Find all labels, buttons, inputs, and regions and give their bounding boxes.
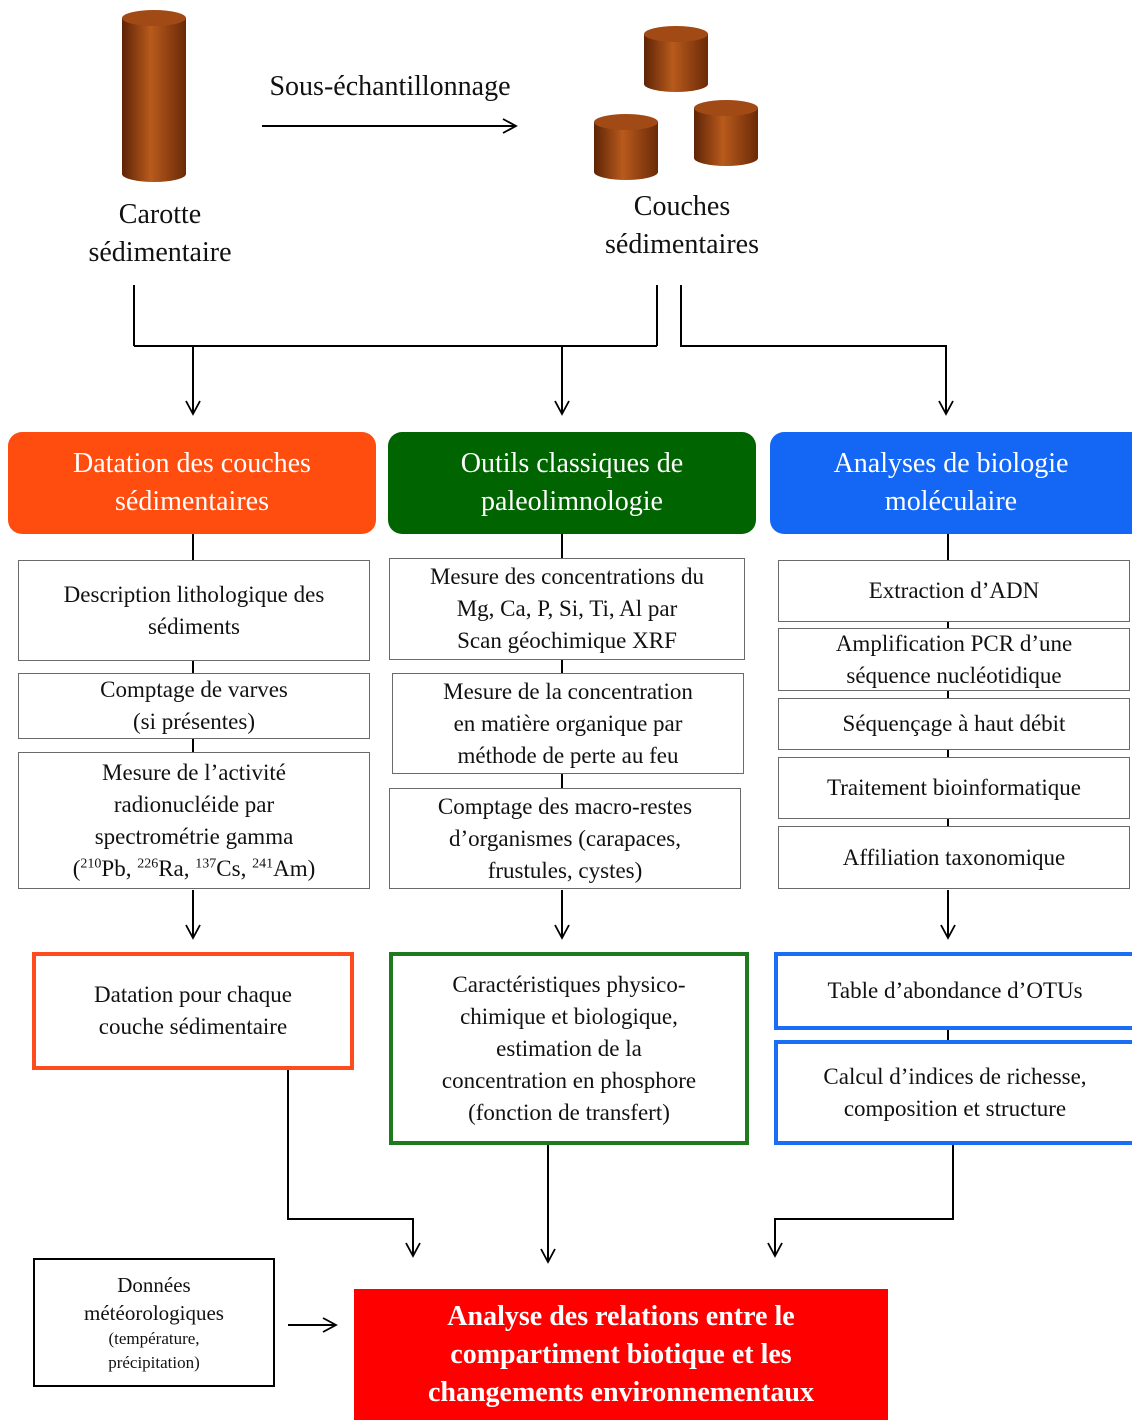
arrow-col1-final	[287, 1070, 421, 1258]
final-line: compartiment biotique et les	[450, 1338, 792, 1370]
molecular-step-taxonomy: Affiliation taxonomique	[778, 826, 1130, 889]
step-line: sédiments	[147, 613, 240, 639]
molecular-result-otu-table: Table d’abondance d’OTUs	[774, 952, 1132, 1030]
step-line: frustules, cystes)	[487, 857, 643, 883]
step-line: (si présentes)	[133, 709, 255, 734]
sediment-layer-icon	[694, 100, 758, 166]
final-line: Analyse des relations entre le	[447, 1300, 795, 1332]
result-line: Datation pour chaque	[94, 982, 292, 1007]
isotope-mass: 241	[252, 855, 274, 871]
header-line: paleolimnologie	[481, 486, 663, 517]
step-line: Séquençage à haut débit	[842, 711, 1066, 736]
result-line: composition et structure	[843, 1095, 1067, 1121]
step-line: Affiliation taxonomique	[842, 844, 1066, 870]
result-line: Caractéristiques physico-	[452, 971, 686, 997]
sediment-layer-icon	[644, 26, 708, 92]
result-line: (fonction de transfert)	[468, 1099, 670, 1125]
result-line: couche sédimentaire	[98, 1014, 288, 1039]
result-line: Calcul d’indices de richesse,	[823, 1063, 1087, 1089]
molecular-step-sequencing: Séquençage à haut débit	[778, 698, 1130, 750]
isotope-mass: 210	[80, 855, 102, 871]
arrow-col3-final	[767, 1145, 954, 1258]
molecular-step-dna-extraction: Extraction d’ADN	[778, 560, 1130, 622]
result-line: estimation de la	[496, 1035, 642, 1061]
sediment-layer-icon	[594, 114, 658, 180]
dating-step-varves: Comptage de varves (si présentes)	[18, 673, 370, 739]
dating-header: Datation des couches sédimentaires	[8, 432, 376, 534]
molecular-step-pcr: Amplification PCR d’une séquence nucléot…	[778, 628, 1130, 691]
step-line: Scan géochimique XRF	[457, 628, 677, 653]
paleo-step-macro-remains: Comptage des macro-restes d’organismes (…	[389, 788, 741, 889]
final-analysis-box: Analyse des relations entre le compartim…	[354, 1289, 888, 1420]
step-line: Amplification PCR d’une	[835, 630, 1073, 656]
step-line: Mesure de la concentration	[443, 678, 693, 704]
core-label: Carotte sédimentaire	[40, 196, 280, 272]
isotope-mass: 226	[137, 855, 159, 871]
step-line: d’organismes (carapaces,	[448, 825, 681, 851]
isotope-symbol: Am	[273, 855, 308, 881]
result-line: chimique et biologique,	[460, 1003, 678, 1029]
step-line: Comptage des macro-restes	[437, 793, 693, 819]
core-label-line: Carotte	[118, 199, 202, 230]
result-line: concentration en phosphore	[441, 1067, 697, 1093]
subsampling-label: Sous-échantillonnage	[269, 71, 511, 102]
meteo-title-line: Données	[117, 1272, 191, 1297]
core-label-line: sédimentaire	[88, 237, 232, 268]
step-line: Mg, Ca, P, Si, Ti, Al par	[456, 596, 678, 621]
dating-step-gamma: Mesure de l’activité radionucléide par s…	[18, 752, 370, 889]
paleolimnology-header: Outils classiques de paleolimnologie	[388, 432, 756, 534]
molecular-step-bioinformatics: Traitement bioinformatique	[778, 757, 1130, 819]
paleo-step-loss-on-ignition: Mesure de la concentration en matière or…	[392, 673, 744, 774]
sediment-core-icon	[122, 10, 186, 182]
dating-result: Datation pour chaque couche sédimentaire	[32, 952, 354, 1070]
header-line: Outils classiques de	[460, 448, 684, 479]
step-line: Extraction d’ADN	[868, 578, 1040, 603]
step-line: Mesure de l’activité	[102, 759, 286, 785]
paleo-step-xrf: Mesure des concentrations du Mg, Ca, P, …	[389, 558, 745, 660]
header-line: Datation des couches	[73, 448, 311, 479]
molecular-biology-header: Analyses de biologie moléculaire	[770, 432, 1132, 534]
step-line: Mesure des concentrations du	[429, 564, 704, 589]
header-line: moléculaire	[884, 486, 1018, 517]
result-line: Table d’abondance d’OTUs	[827, 978, 1083, 1003]
step-line: Comptage de varves	[100, 677, 288, 702]
step-line: en matière organique par	[453, 710, 683, 736]
molecular-result-indices: Calcul d’indices de richesse, compositio…	[774, 1040, 1132, 1145]
meteo-title-line: météorologiques	[84, 1300, 224, 1325]
isotope-list: (210Pb, 226Ra, 137Cs, 241Am)	[72, 855, 316, 881]
isotope-symbol: Pb	[101, 855, 126, 881]
header-line: Analyses de biologie	[833, 448, 1069, 479]
isotope-mass: 137	[195, 855, 217, 871]
step-line: Description lithologique des	[63, 581, 325, 607]
step-line: Traitement bioinformatique	[826, 775, 1082, 800]
step-line: séquence nucléotidique	[846, 662, 1062, 688]
meteo-detail-line: précipitation)	[108, 1352, 200, 1372]
arrow-to-molecular	[680, 285, 954, 416]
layers-label: Couches sédimentaires	[560, 188, 804, 264]
isotope-symbol: Cs	[216, 855, 241, 881]
meteo-detail-line: (température,	[108, 1328, 200, 1348]
layers-label-line: Couches	[633, 191, 731, 222]
paleo-result: Caractéristiques physico- chimique et bi…	[389, 952, 749, 1145]
isotope-symbol: Ra	[158, 855, 184, 881]
meteorological-data-box: Données météorologiques (température, pr…	[33, 1258, 275, 1387]
final-line: changements environnementaux	[427, 1376, 815, 1408]
step-line: méthode de perte au feu	[457, 742, 679, 768]
dating-step-lithology: Description lithologique des sédiments	[18, 560, 370, 661]
header-line: sédimentaires	[115, 486, 269, 517]
layers-label-line: sédimentaires	[605, 229, 759, 260]
step-line: radionucléide par	[113, 791, 275, 817]
step-line: spectrométrie gamma	[94, 823, 294, 849]
